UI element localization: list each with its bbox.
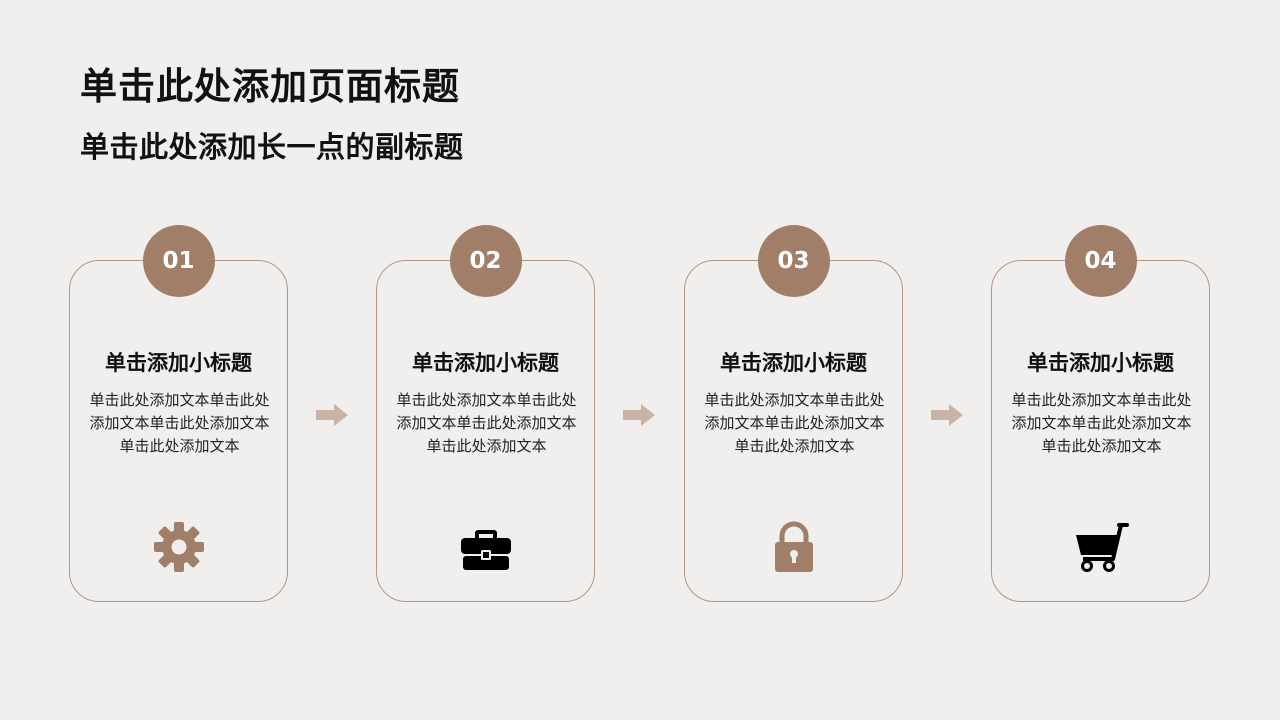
arrow-right-icon bbox=[316, 404, 348, 426]
card-body-text[interactable]: 单击此处添加文本单击此处添加文本单击此处添加文本单击此处添加文本 bbox=[1011, 391, 1192, 455]
page-subtitle[interactable]: 单击此处添加长一点的副标题 bbox=[80, 130, 464, 164]
gear-icon bbox=[151, 519, 207, 575]
card-title[interactable]: 单击添加小标题 bbox=[720, 351, 867, 375]
step-card-4[interactable]: 04 单击添加小标题 单击此处添加文本单击此处添加文本单击此处添加文本单击此处添… bbox=[991, 225, 1210, 602]
arrow-right-icon bbox=[931, 404, 963, 426]
step-number-badge: 04 bbox=[1064, 225, 1137, 297]
step-card-1[interactable]: 01 单击添加小标题 单击此处添加文本单击此处添加文本单击此处添加文本单击此处添… bbox=[69, 225, 288, 602]
card-body-text[interactable]: 单击此处添加文本单击此处添加文本单击此处添加文本单击此处添加文本 bbox=[704, 391, 885, 455]
card-title[interactable]: 单击添加小标题 bbox=[105, 351, 252, 375]
briefcase-icon bbox=[458, 519, 514, 575]
card-title[interactable]: 单击添加小标题 bbox=[412, 351, 559, 375]
step-card-3[interactable]: 03 单击添加小标题 单击此处添加文本单击此处添加文本单击此处添加文本单击此处添… bbox=[684, 225, 903, 602]
step-card-2[interactable]: 02 单击添加小标题 单击此处添加文本单击此处添加文本单击此处添加文本单击此处添… bbox=[376, 225, 595, 602]
step-number-badge: 03 bbox=[757, 225, 830, 297]
card-body-text[interactable]: 单击此处添加文本单击此处添加文本单击此处添加文本单击此处添加文本 bbox=[89, 391, 270, 455]
card-body-text[interactable]: 单击此处添加文本单击此处添加文本单击此处添加文本单击此处添加文本 bbox=[396, 391, 577, 455]
arrow-right-icon bbox=[623, 404, 655, 426]
cart-icon bbox=[1073, 519, 1129, 575]
card-title[interactable]: 单击添加小标题 bbox=[1027, 351, 1174, 375]
step-number-badge: 01 bbox=[142, 225, 215, 297]
step-number-badge: 02 bbox=[449, 225, 522, 297]
lock-icon bbox=[766, 519, 822, 575]
page-title[interactable]: 单击此处添加页面标题 bbox=[80, 65, 460, 108]
